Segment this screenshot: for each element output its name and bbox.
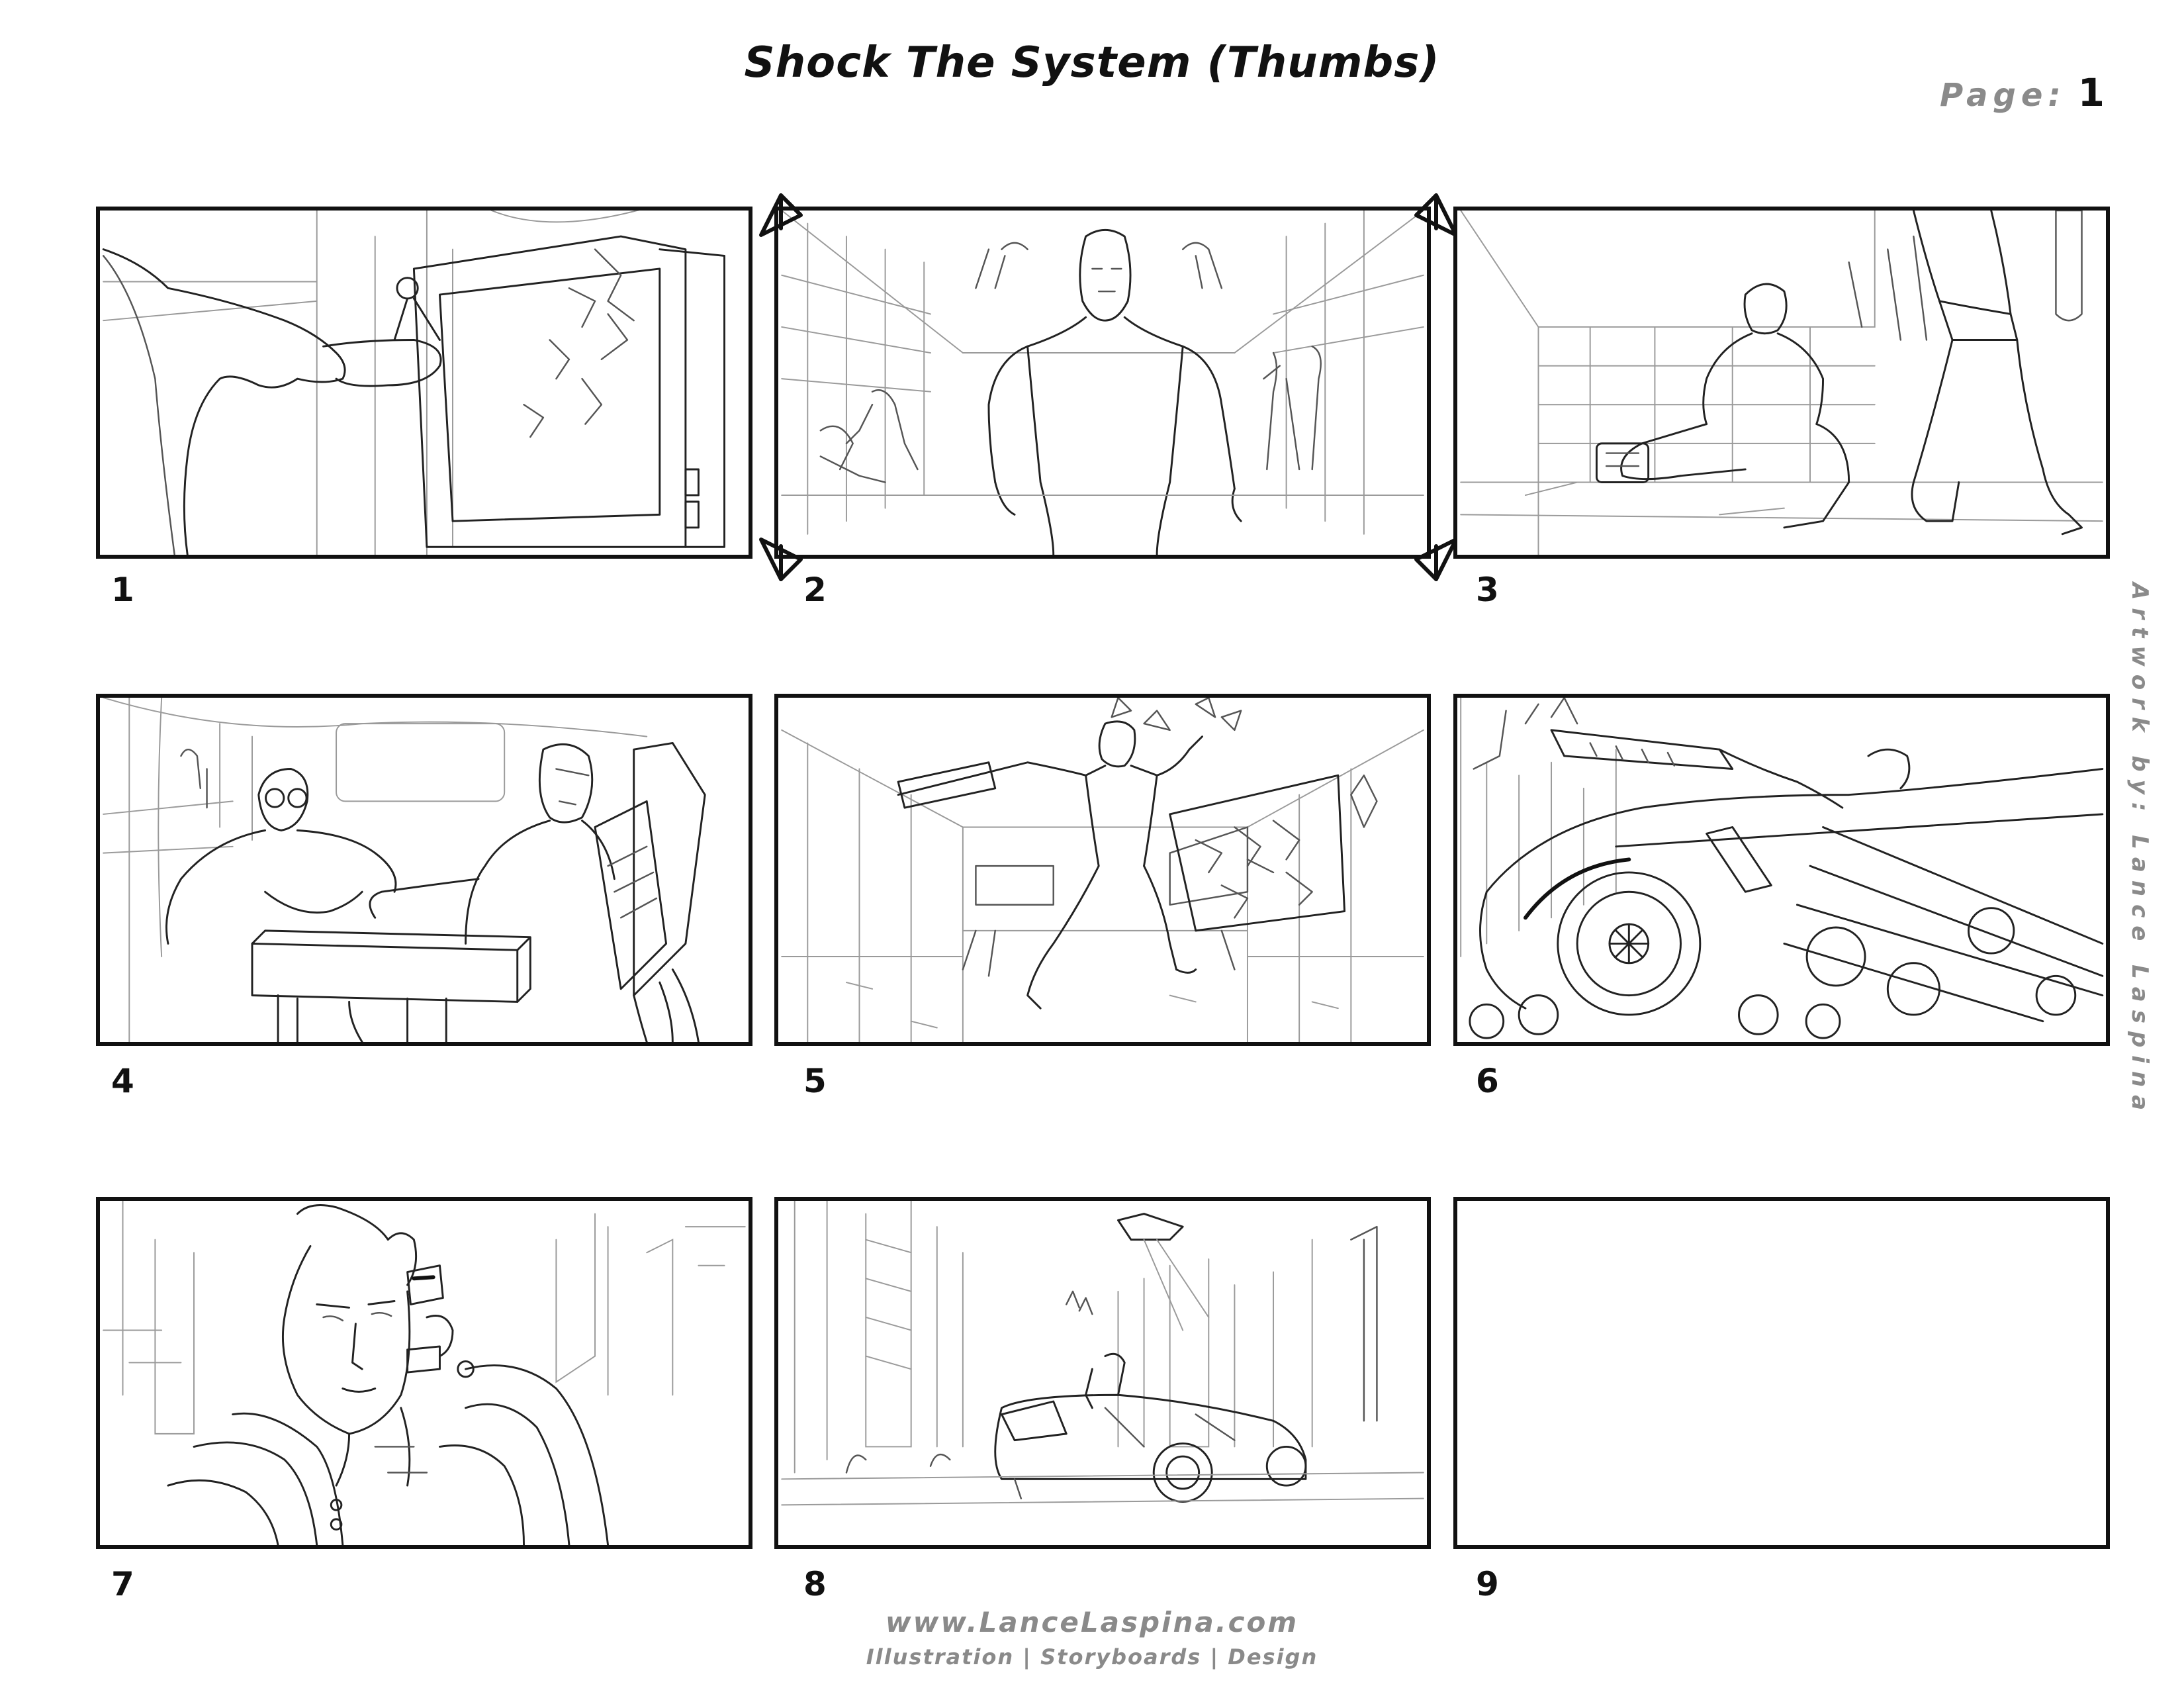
- panel-9-number: 9: [1476, 1565, 1499, 1603]
- panel-8-number: 8: [803, 1565, 827, 1603]
- camera-push-in-arrows: [759, 193, 1458, 581]
- panel-6-number: 6: [1476, 1062, 1499, 1100]
- panel-8-sketch: [781, 1201, 1424, 1506]
- panel-4-sketch: [103, 698, 706, 1042]
- panel-4-number: 4: [111, 1062, 134, 1100]
- panel-2-sketch: [781, 211, 1424, 555]
- panel-3-number: 3: [1476, 571, 1499, 609]
- panel-6-sketch: [1460, 698, 2104, 1039]
- panel-5-sketch: [781, 698, 1424, 1042]
- panel-1-number: 1: [111, 571, 134, 609]
- panel-3: [1453, 207, 2110, 559]
- panel-7: [96, 1197, 752, 1549]
- panel-7-number: 7: [111, 1565, 134, 1603]
- panel-2-number: 2: [803, 571, 827, 609]
- panel-9: [1453, 1197, 2110, 1549]
- panel-5-number: 5: [803, 1062, 827, 1100]
- page-indicator: Page: 1: [1940, 70, 2105, 115]
- panel-4: [96, 694, 752, 1046]
- page-number: 1: [2077, 70, 2105, 115]
- page-label: Page:: [1940, 77, 2066, 114]
- panel-5: [774, 694, 1431, 1046]
- panel-1-sketch: [102, 211, 725, 555]
- services-tagline: Illustration | Storyboards | Design: [866, 1644, 1318, 1670]
- panel-6: [1453, 694, 2110, 1046]
- panel-8: [774, 1197, 1431, 1549]
- panel-7-sketch: [103, 1201, 746, 1545]
- panel-3-sketch: [1460, 211, 2103, 555]
- panel-1: [96, 207, 752, 559]
- artwork-credit: Artwork by: Lance Laspina: [2126, 583, 2153, 1119]
- panel-2: [774, 207, 1431, 559]
- website-url[interactable]: www.LanceLaspina.com: [885, 1606, 1299, 1638]
- storyboard-title: Shock The System (Thumbs): [744, 38, 1440, 87]
